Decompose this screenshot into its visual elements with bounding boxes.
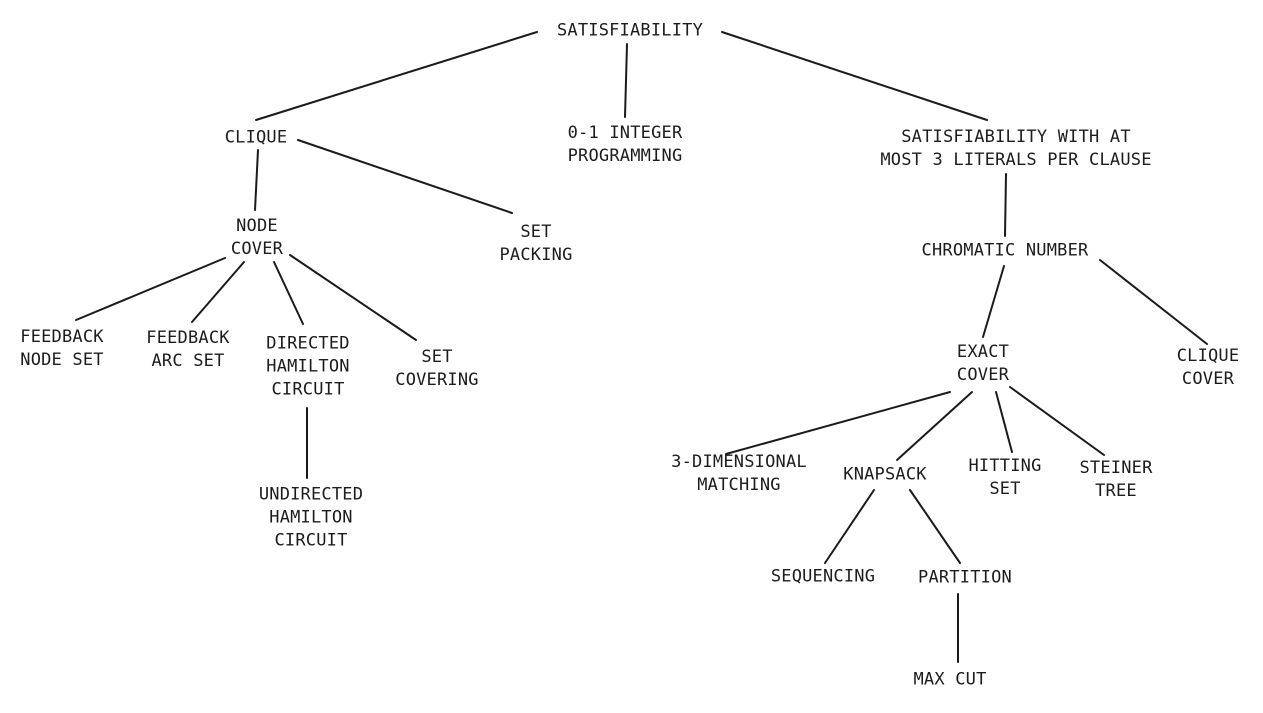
node-integer-programming: 0-1 INTEGER PROGRAMMING [568, 122, 683, 168]
edge-exact-cover-steiner-tree [1009, 386, 1105, 456]
edge-exact-cover-three-dim-matching [725, 391, 951, 455]
edge-chromatic-number-clique-cover [1099, 259, 1208, 345]
node-sat3: SATISFIABILITY WITH AT MOST 3 LITERALS P… [880, 126, 1151, 172]
node-feedback-node-set: FEEDBACK NODE SET [20, 326, 103, 372]
edge-chromatic-number-exact-cover [982, 265, 1005, 338]
edge-satisfiability-sat3 [721, 31, 988, 121]
node-feedback-node-set-line-2: NODE SET [20, 350, 104, 370]
edge-node-cover-feedback-node-set [75, 257, 226, 321]
node-exact-cover-line-1: EXACT [956, 342, 1010, 362]
node-steiner-tree-line-1: STEINER [1079, 458, 1153, 478]
node-three-dim-matching-line-2: MATCHING [697, 475, 781, 495]
node-feedback-arc-set-line-2: ARC SET [151, 351, 225, 371]
node-clique-cover-line-2: COVER [1181, 369, 1235, 389]
edge-satisfiability-integer-programming [624, 43, 628, 118]
edge-exact-cover-hitting-set [995, 391, 1013, 453]
node-clique-cover: CLIQUE COVER [1177, 345, 1240, 391]
node-clique-cover-line-1: CLIQUE [1176, 346, 1240, 366]
node-knapsack-line-1: KNAPSACK [843, 464, 927, 485]
node-sat3-line-2: MOST 3 LITERALS PER CLAUSE [880, 150, 1152, 170]
node-three-dim-matching-line-1: 3-DIMENSIONAL [671, 452, 807, 472]
node-hitting-set-line-2: SET [989, 479, 1021, 499]
node-exact-cover: EXACT COVER [957, 341, 1009, 387]
node-sequencing-line-1: SEQUENCING [770, 566, 876, 587]
node-satisfiability-line-1: SATISFIABILITY [556, 20, 704, 41]
edge-satisfiability-clique [255, 31, 538, 121]
node-clique: CLIQUE [225, 127, 288, 150]
node-undirected-hamilton: UNDIRECTED HAMILTON CIRCUIT [259, 484, 363, 553]
node-set-packing: SET PACKING [499, 221, 572, 267]
node-knapsack: KNAPSACK [843, 464, 926, 487]
node-integer-programming-line-1: 0-1 INTEGER [567, 123, 683, 143]
edge-node-cover-directed-hamilton [273, 261, 304, 325]
node-satisfiability: SATISFIABILITY [557, 20, 703, 43]
node-node-cover-line-2: COVER [230, 239, 284, 259]
node-partition-line-1: PARTITION [918, 567, 1012, 588]
node-clique-line-1: CLIQUE [224, 127, 288, 148]
node-partition: PARTITION [918, 567, 1012, 590]
node-undirected-hamilton-line-2: HAMILTON [269, 507, 353, 528]
node-set-packing-line-1: SET [520, 222, 552, 242]
node-hitting-set: HITTING SET [968, 455, 1041, 501]
node-max-cut: MAX CUT [913, 669, 986, 692]
node-sequencing: SEQUENCING [771, 566, 875, 589]
node-exact-cover-line-2: COVER [956, 365, 1010, 385]
edge-clique-node-cover [254, 149, 259, 211]
edge-node-cover-feedback-arc-set [191, 261, 245, 323]
node-hitting-set-line-1: HITTING [968, 456, 1042, 476]
node-sat3-line-1: SATISFIABILITY WITH AT [901, 127, 1131, 147]
node-integer-programming-line-2: PROGRAMMING [567, 146, 683, 166]
node-directed-hamilton-line-1: DIRECTED [266, 333, 350, 354]
node-directed-hamilton-line-2: HAMILTON [266, 356, 350, 377]
edge-node-cover-set-covering [289, 254, 417, 341]
node-undirected-hamilton-line-1: UNDIRECTED [258, 484, 364, 505]
edge-sat3-chromatic-number [1004, 173, 1007, 237]
node-directed-hamilton-line-3: CIRCUIT [271, 379, 345, 400]
node-chromatic-number: CHROMATIC NUMBER [922, 240, 1089, 263]
node-set-covering: SET COVERING [395, 346, 478, 392]
node-undirected-hamilton-line-3: CIRCUIT [274, 530, 348, 551]
node-feedback-node-set-line-1: FEEDBACK [20, 327, 104, 347]
node-feedback-arc-set-line-1: FEEDBACK [146, 328, 230, 348]
node-steiner-tree: STEINER TREE [1079, 457, 1152, 503]
edge-exact-cover-knapsack [896, 391, 973, 461]
node-steiner-tree-line-2: TREE [1095, 481, 1137, 501]
node-directed-hamilton: DIRECTED HAMILTON CIRCUIT [266, 333, 349, 402]
node-feedback-arc-set: FEEDBACK ARC SET [146, 327, 229, 373]
edge-knapsack-partition [909, 489, 961, 564]
node-chromatic-number-line-1: CHROMATIC NUMBER [921, 240, 1089, 261]
node-set-covering-line-1: SET [421, 347, 453, 367]
node-set-packing-line-2: PACKING [499, 245, 573, 265]
node-max-cut-line-1: MAX CUT [913, 669, 987, 690]
node-node-cover-line-1: NODE [236, 216, 278, 236]
node-three-dim-matching: 3-DIMENSIONAL MATCHING [671, 451, 807, 497]
edge-clique-set-packing [297, 139, 513, 214]
node-set-covering-line-2: COVERING [395, 370, 479, 390]
edge-knapsack-sequencing [824, 489, 875, 564]
node-node-cover: NODE COVER [231, 215, 283, 261]
